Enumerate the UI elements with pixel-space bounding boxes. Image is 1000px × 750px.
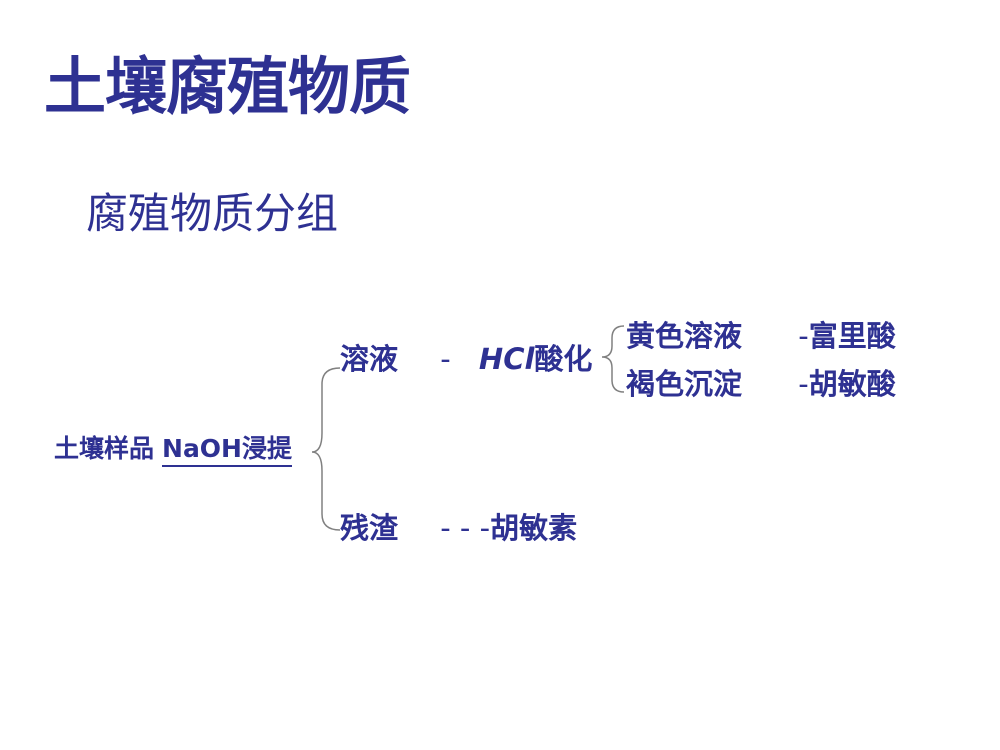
extraction-method: NaOH浸提 [162, 434, 292, 467]
solution-node: 溶液 - HCl酸化 [340, 345, 592, 374]
residue-dashes: - - - [440, 511, 491, 545]
main-bracket [311, 367, 341, 531]
action-label: 酸化 [534, 342, 593, 376]
humic-acid-label: 胡敏酸 [808, 367, 896, 401]
solution-dash: - [440, 342, 451, 376]
fulvic-acid-label: 富里酸 [808, 319, 896, 353]
slide-title: 土壤腐殖物质 [44, 50, 411, 123]
yellow-solution-node: 黄色溶液 -富里酸 [626, 322, 896, 351]
reagent-label: HCl [478, 342, 535, 376]
brown-precipitate-node: 褐色沉淀 -胡敏酸 [626, 370, 896, 399]
brown-precipitate-label: 褐色沉淀 [626, 367, 743, 401]
yellow-solution-label: 黄色溶液 [626, 319, 743, 353]
sample-label: 土壤样品 [54, 434, 155, 463]
solution-label: 溶液 [340, 342, 399, 376]
sub-bracket [601, 325, 625, 393]
brown-dash: - [798, 367, 809, 401]
residue-node: 残渣 - - -胡敏素 [340, 514, 577, 543]
residue-label: 残渣 [340, 511, 399, 545]
slide-subtitle: 腐殖物质分组 [86, 189, 339, 238]
yellow-dash: - [798, 319, 809, 353]
residue-product: 胡敏素 [490, 511, 578, 545]
